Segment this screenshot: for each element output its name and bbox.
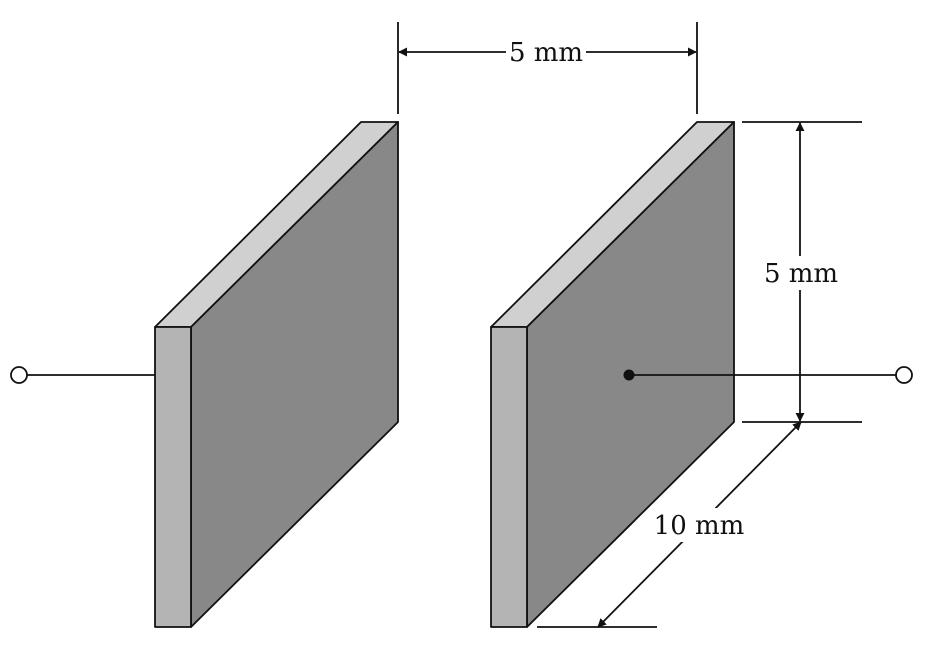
height-label: 5 mm: [764, 259, 838, 289]
right-terminal-icon: [895, 366, 913, 384]
gap-label: 5 mm: [509, 38, 583, 68]
height-label-bg: [762, 256, 840, 290]
length-label-bg: [654, 508, 746, 542]
left-terminal-icon: [10, 366, 28, 384]
gap-label-bg: [506, 36, 586, 68]
contact-dot-icon: [623, 369, 635, 381]
length-label: 10 mm: [654, 511, 745, 541]
left-plate: [154, 121, 399, 628]
right-plate-side-edge: [490, 326, 528, 628]
left-plate-side-edge: [154, 326, 192, 628]
